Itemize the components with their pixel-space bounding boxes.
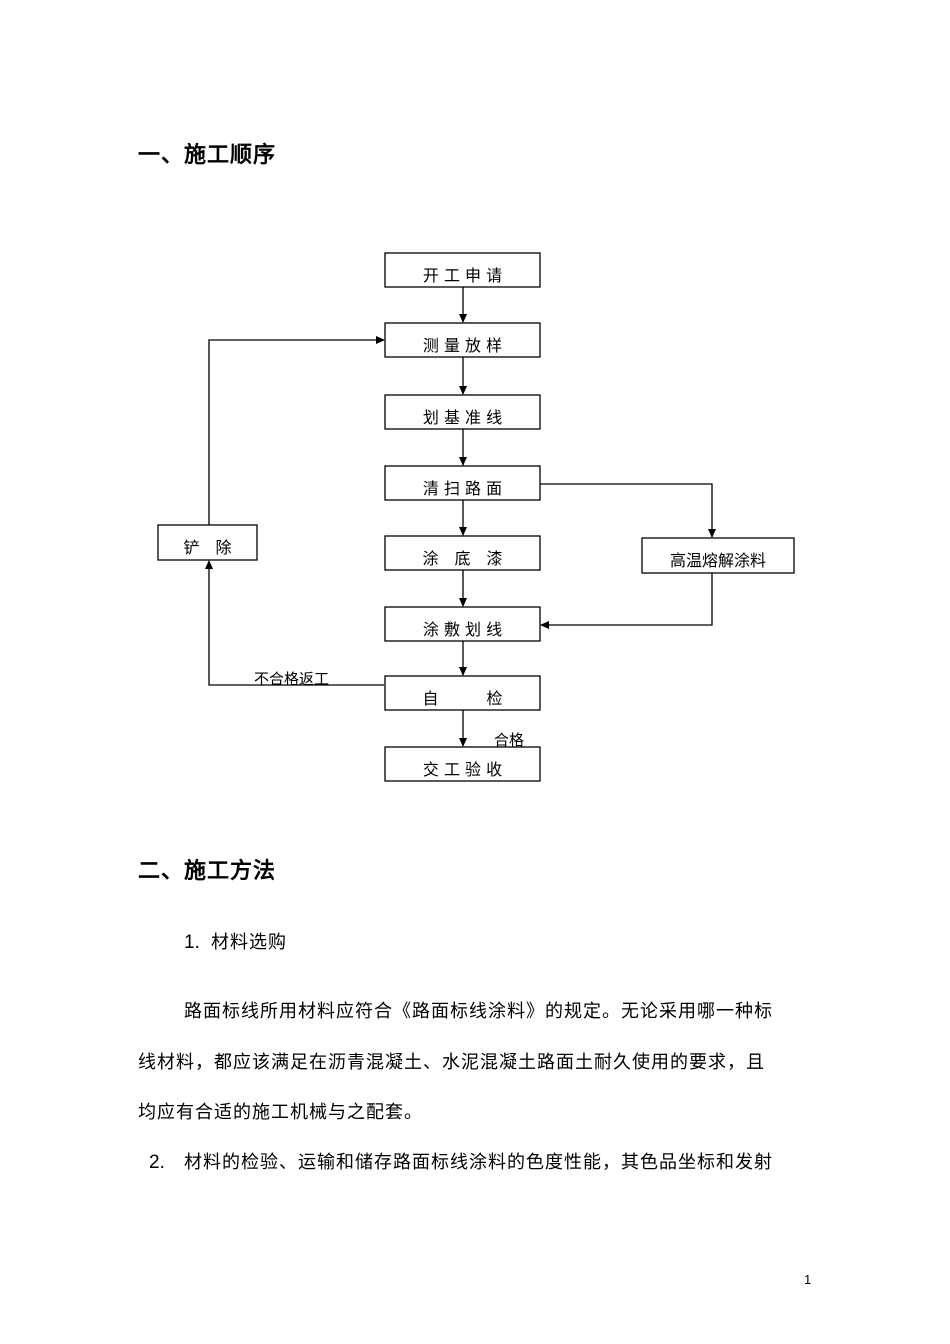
paragraph-line: 路面标线所用材料应符合《路面标线涂料》的规定。无论采用哪一种标 — [184, 1001, 773, 1022]
flow-label-pass: 合格 — [494, 731, 525, 749]
flow-step-baseline: 划 基 准 线 — [422, 408, 503, 427]
paragraph-line: 均应有合适的施工机械与之配套。 — [138, 1102, 423, 1123]
page-number: 1 — [804, 1272, 812, 1287]
flow-step-primer: 涂 底 漆 — [422, 549, 503, 568]
item-1-number: 1. — [184, 932, 200, 953]
flow-box-handover-acceptance — [384, 746, 541, 782]
construction-flowchart — [157, 252, 795, 782]
flow-box-baseline — [384, 394, 541, 430]
flow-step-removal: 铲 除 — [183, 538, 232, 557]
flow-box-hot-melt-paint — [641, 537, 795, 574]
section-heading-construction-sequence: 一、施工顺序 — [138, 143, 277, 168]
flow-box-survey-layout — [384, 322, 541, 358]
flow-box-removal — [157, 524, 258, 561]
flow-step-hot-melt-paint: 高温熔解涂料 — [669, 551, 766, 570]
section-heading-construction-method: 二、施工方法 — [138, 859, 277, 884]
flow-step-self-inspection: 自 检 — [422, 689, 503, 708]
item-1-title: 材料选购 — [210, 932, 287, 953]
flow-step-start-application: 开 工 申 请 — [422, 266, 503, 285]
item-1: 1. 材料选购 — [184, 928, 287, 954]
flow-step-survey-layout: 测 量 放 样 — [422, 336, 503, 355]
flow-step-apply-marking: 涂 敷 划 线 — [422, 620, 503, 639]
paragraph-line: 线材料，都应该满足在沥青混凝土、水泥混凝土路面土耐久使用的要求，且 — [138, 1052, 765, 1073]
item-2-number: 2. — [149, 1152, 165, 1173]
flow-step-clean-road: 清 扫 路 面 — [422, 479, 503, 498]
flow-label-fail-rework: 不合格返工 — [254, 670, 330, 688]
item-2: 2. 材料的检验、运输和储存路面标线涂料的色度性能，其色品坐标和发射 — [149, 1148, 773, 1174]
flow-step-handover-acceptance: 交 工 验 收 — [422, 760, 503, 779]
item-2-text: 材料的检验、运输和储存路面标线涂料的色度性能，其色品坐标和发射 — [183, 1152, 773, 1173]
flow-box-self-inspection — [384, 675, 541, 711]
flow-box-start-application — [384, 252, 541, 288]
